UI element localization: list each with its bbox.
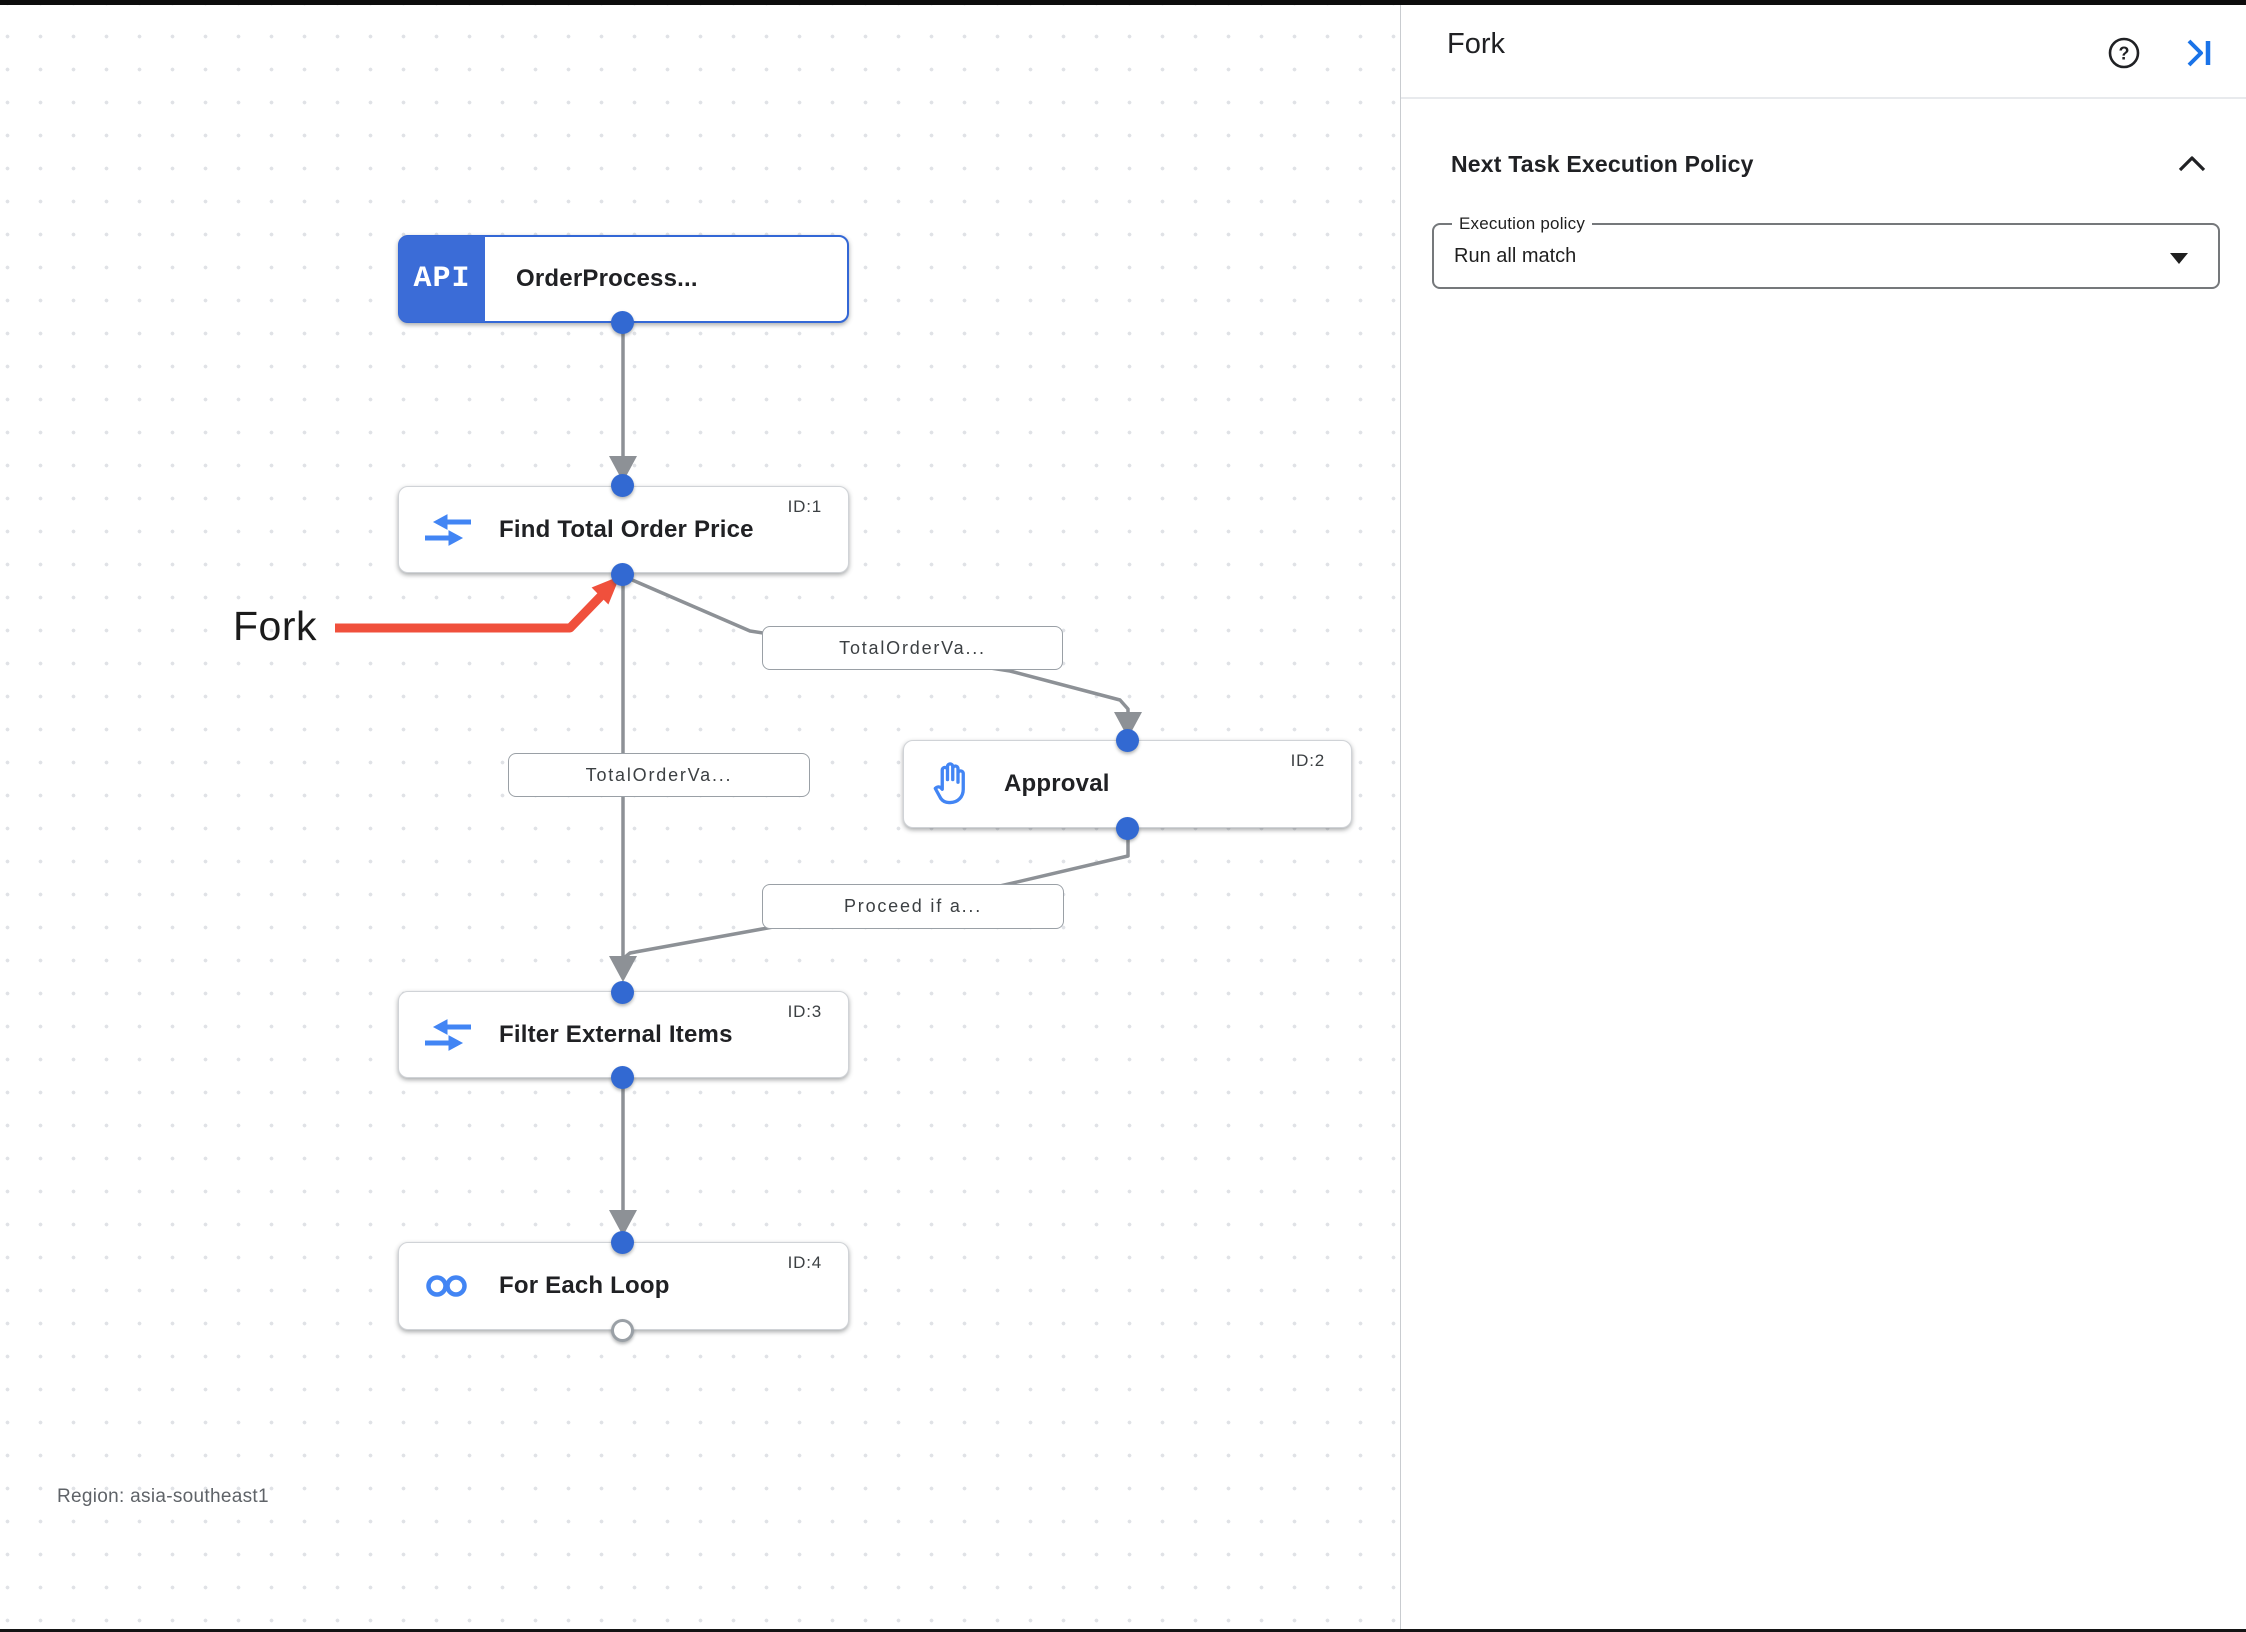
svg-text:?: ? — [2119, 44, 2130, 64]
node-title: OrderProcess... — [516, 265, 698, 292]
region-label: Region: asia-southeast1 — [57, 1486, 269, 1507]
node-title: For Each Loop — [499, 1272, 670, 1299]
node-id-badge: ID:3 — [787, 1002, 822, 1021]
port-foreach-out-empty[interactable] — [611, 1319, 634, 1342]
edges-layer — [335, 323, 1142, 1236]
next-task-policy-section: Next Task Execution Policy — [1401, 151, 2246, 197]
execution-policy-select[interactable]: Execution policy Run all match — [1432, 214, 2220, 289]
edge-condition-text: TotalOrderVa... — [839, 637, 986, 658]
window-bottom-border — [0, 1629, 2246, 1632]
port-approval-in[interactable] — [1116, 729, 1139, 752]
arrowhead — [609, 1210, 637, 1236]
port-foreach-in[interactable] — [611, 1231, 634, 1254]
port-filter-out[interactable] — [611, 1066, 634, 1089]
node-title: Find Total Order Price — [499, 515, 754, 543]
edge-condition-label[interactable]: TotalOrderVa... — [762, 626, 1063, 670]
chevron-up-icon[interactable] — [2177, 153, 2207, 175]
approval-hand-icon — [930, 761, 972, 807]
execution-policy-label: Execution policy — [1452, 214, 1593, 234]
edge-condition-label[interactable]: Proceed if a... — [762, 884, 1064, 929]
workflow-canvas[interactable]: API OrderProcess... Find Total Order Pri… — [0, 0, 1400, 1632]
data-mapping-icon — [425, 511, 471, 549]
port-find-out-fork[interactable] — [611, 563, 634, 586]
node-title: Approval — [1004, 770, 1110, 797]
edge-condition-label[interactable]: TotalOrderVa... — [508, 753, 810, 797]
help-button[interactable]: ? — [2107, 36, 2141, 70]
node-filter-external-items[interactable]: Filter External Items ID:3 — [398, 991, 849, 1078]
window-top-border — [0, 0, 2246, 5]
port-filter-in[interactable] — [611, 981, 634, 1004]
edge-fork-to-approval — [622, 574, 1130, 714]
node-for-each-loop[interactable]: For Each Loop ID:4 — [398, 1242, 849, 1330]
arrowhead — [1114, 712, 1142, 738]
node-order-process-trigger[interactable]: API OrderProcess... — [398, 235, 849, 323]
node-title: Filter External Items — [499, 1020, 733, 1048]
panel-header: Fork ? — [1401, 0, 2246, 99]
execution-policy-value: Run all match — [1454, 244, 1577, 267]
task-config-panel: Fork ? Next Task Execution Policy Execut… — [1400, 0, 2246, 1632]
arrowhead — [609, 456, 637, 482]
panel-title: Fork — [1447, 28, 1505, 60]
node-id-badge: ID:1 — [787, 497, 822, 516]
for-each-loop-icon — [425, 1272, 469, 1300]
port-trigger-out[interactable] — [611, 311, 634, 334]
edge-condition-text: TotalOrderVa... — [585, 764, 733, 785]
dropdown-caret-icon — [2170, 253, 2188, 264]
data-mapping-icon — [425, 1016, 471, 1054]
node-id-badge: ID:2 — [1290, 751, 1325, 770]
fork-annotation-arrow — [335, 576, 620, 633]
node-find-total-order-price[interactable]: Find Total Order Price ID:1 — [398, 486, 849, 573]
port-find-in[interactable] — [611, 474, 634, 497]
port-approval-out[interactable] — [1116, 817, 1139, 840]
node-approval[interactable]: Approval ID:2 — [903, 740, 1352, 828]
api-trigger-icon: API — [399, 236, 485, 322]
fork-annotation-label: Fork — [233, 603, 317, 649]
node-id-badge: ID:4 — [787, 1253, 822, 1272]
edge-condition-text: Proceed if a... — [843, 896, 983, 916]
collapse-panel-icon[interactable] — [2181, 36, 2215, 70]
arrowhead — [609, 956, 637, 982]
section-title: Next Task Execution Policy — [1451, 151, 1754, 177]
